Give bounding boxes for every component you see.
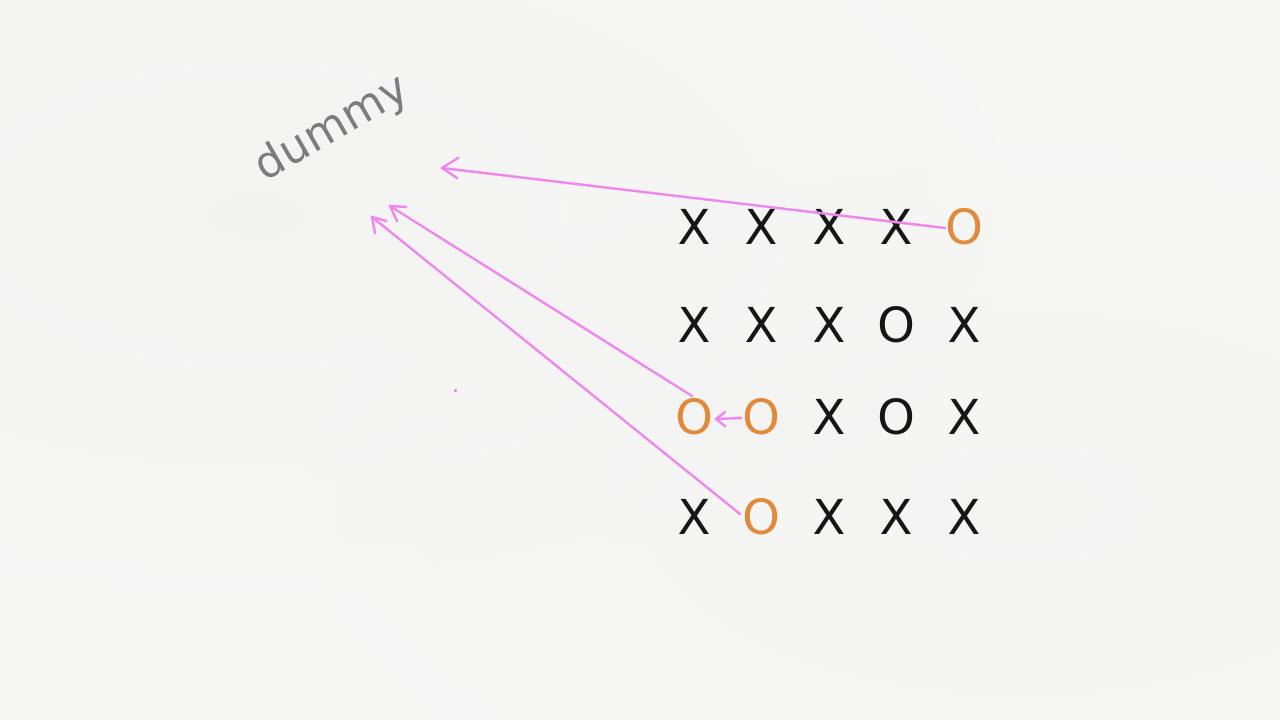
grid-cell-1-1: X: [744, 298, 778, 354]
grid-cell-2-2: X: [812, 390, 846, 446]
stray-dot: [454, 389, 457, 392]
grid-cell-3-3: X: [879, 490, 913, 546]
grid-cell-2-3: O: [877, 390, 915, 446]
arrow-cell-3-1-to-dummy: [370, 215, 742, 516]
grid-cell-0-2: X: [812, 200, 846, 256]
arrow-cell-0-4-to-dummy: [440, 166, 947, 230]
grid-cell-3-1: O: [742, 490, 780, 546]
grid-cell-1-0: X: [677, 298, 711, 354]
arrowhead-cell-2-0: [388, 204, 408, 223]
grid-cell-1-4: X: [947, 298, 981, 354]
grid-cell-1-3: O: [877, 298, 915, 354]
arrow-cell-2-1-to-cell-2-0: [714, 416, 743, 421]
grid-cell-0-4: O: [945, 200, 983, 256]
grid-cell-0-0: X: [677, 200, 711, 256]
grid-cell-3-0: X: [677, 490, 711, 546]
arrowhead-cell-0-4: [440, 156, 460, 180]
grid-cell-2-1: O: [742, 390, 780, 446]
grid-cell-2-4: X: [947, 390, 981, 446]
arrowhead-cell-3-1: [370, 215, 388, 235]
arrowhead-cell-2-1: [714, 410, 727, 428]
grid-cell-2-0: O: [675, 390, 713, 446]
grid-cell-3-2: X: [812, 490, 846, 546]
arrow-cell-2-0-to-dummy: [388, 204, 694, 398]
grid-cell-1-2: X: [812, 298, 846, 354]
grid-cell-0-1: X: [744, 200, 778, 256]
grid-cell-0-3: X: [879, 200, 913, 256]
grid-cell-3-4: X: [947, 490, 981, 546]
